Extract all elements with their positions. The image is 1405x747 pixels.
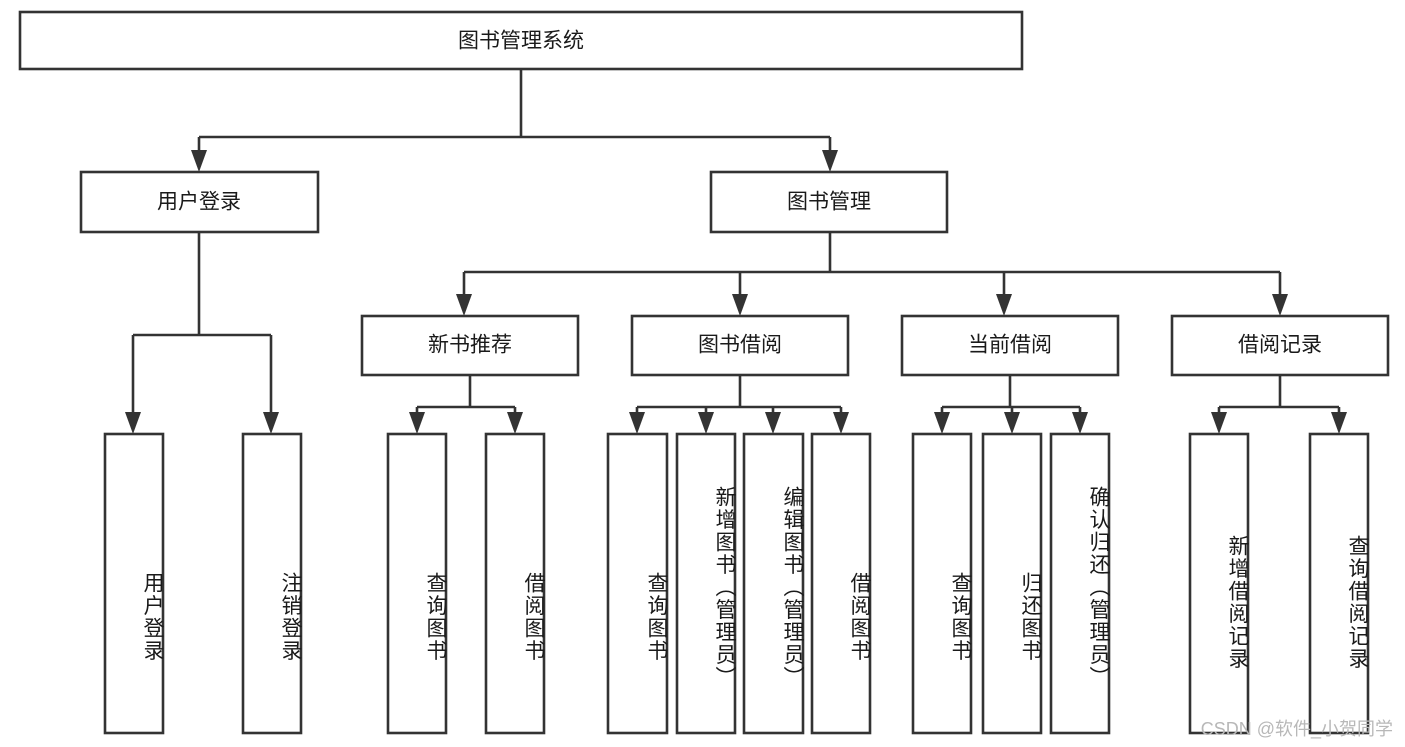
leaf-box-borrow-book-1[interactable] [484, 432, 546, 735]
leaf-box-borrow-book-2[interactable] [810, 432, 872, 735]
arrow-head-current-borrow [996, 294, 1012, 316]
node-new-book-recommend[interactable]: 新书推荐 [360, 314, 580, 377]
leaf-box-add-record[interactable] [1188, 432, 1250, 735]
edge-userlogin-to-leaves [125, 232, 279, 434]
leaf-box-query-book-1[interactable] [386, 432, 448, 735]
leaf-box-user-login[interactable] [103, 432, 165, 735]
arrow-head-leaf-borrow-book-1 [507, 412, 523, 434]
arrow-head-book-manage [822, 150, 838, 172]
node-root-label: 图书管理系统 [458, 30, 584, 53]
node-book-manage-label: 图书管理 [787, 191, 871, 214]
edge-newbook-to-leaves [409, 375, 523, 434]
node-borrow-record-label: 借阅记录 [1238, 334, 1322, 357]
node-book-manage-box[interactable] [709, 170, 949, 234]
arrow-head-leaf-add-book [698, 412, 714, 434]
node-book-manage[interactable]: 图书管理 [709, 170, 949, 234]
leaf-box-add-book[interactable] [675, 432, 737, 735]
leaf-box-query-record[interactable] [1308, 432, 1370, 735]
edge-currentborrow-to-leaves [934, 375, 1088, 434]
node-book-borrow-box[interactable] [630, 314, 850, 377]
arrow-head-leaf-query-record [1331, 412, 1347, 434]
node-borrow-record[interactable]: 借阅记录 [1170, 314, 1390, 377]
edge-borrowrecord-to-leaves [1211, 375, 1347, 434]
node-root-box[interactable] [18, 10, 1024, 71]
edge-bookborrow-to-leaves [629, 375, 849, 434]
leaf-box-query-book-3[interactable] [911, 432, 973, 735]
node-user-login[interactable]: 用户登录 [79, 170, 320, 234]
node-user-login-box[interactable] [79, 170, 320, 234]
leaf-box-query-book-2[interactable] [606, 432, 669, 735]
node-current-borrow-label: 当前借阅 [968, 334, 1052, 357]
leaf-box-confirm-return[interactable] [1049, 432, 1111, 735]
node-current-borrow-box[interactable] [900, 314, 1120, 377]
edge-root-to-level2 [191, 69, 838, 172]
node-new-book-recommend-label: 新书推荐 [428, 334, 512, 357]
edge-bookmanage-to-level3 [456, 232, 1288, 316]
leaf-box-return-book[interactable] [981, 432, 1043, 735]
arrow-head-leaf-query-book-2 [629, 412, 645, 434]
arrow-head-leaf-user-login [125, 412, 141, 434]
node-root[interactable]: 图书管理系统 [18, 10, 1024, 71]
node-user-login-label: 用户登录 [157, 191, 241, 214]
node-book-borrow[interactable]: 图书借阅 [630, 314, 850, 377]
arrow-head-leaf-query-book-1 [409, 412, 425, 434]
arrow-head-book-borrow [732, 294, 748, 316]
arrow-head-leaf-query-book-3 [934, 412, 950, 434]
node-book-borrow-label: 图书借阅 [698, 334, 782, 357]
node-borrow-record-box[interactable] [1170, 314, 1390, 377]
arrow-head-leaf-edit-book [765, 412, 781, 434]
arrow-head-new-book [456, 294, 472, 316]
arrow-head-leaf-borrow-book-2 [833, 412, 849, 434]
watermark-text: CSDN @软件_小贺同学 [1200, 719, 1393, 739]
leaf-box-logout[interactable] [241, 432, 303, 735]
node-current-borrow[interactable]: 当前借阅 [900, 314, 1120, 377]
leaf-box-edit-book[interactable] [742, 432, 805, 735]
arrow-head-leaf-return-book [1004, 412, 1020, 434]
arrow-head-user-login [191, 150, 207, 172]
arrow-head-leaf-add-record [1211, 412, 1227, 434]
arrow-head-leaf-confirm-return [1072, 412, 1088, 434]
node-new-book-recommend-box[interactable] [360, 314, 580, 377]
arrow-head-borrow-record [1272, 294, 1288, 316]
arrow-head-leaf-logout [263, 412, 279, 434]
